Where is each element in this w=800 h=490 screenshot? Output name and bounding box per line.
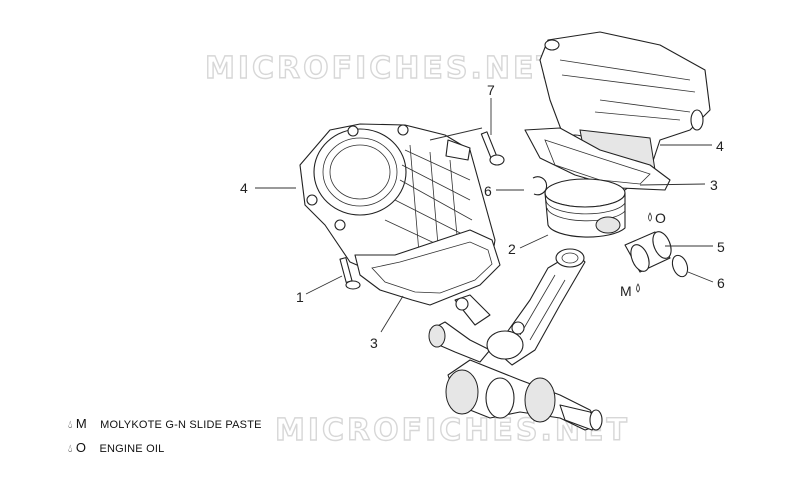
legend-symbol-o: O xyxy=(75,440,87,455)
pin-paste-marker: M xyxy=(620,283,632,299)
oil-drop-icon: 💧︎ xyxy=(68,419,73,431)
callout-6-upper: 6 xyxy=(484,183,492,199)
piston xyxy=(544,178,626,238)
callout-1: 1 xyxy=(296,289,304,305)
leader-lines xyxy=(255,98,714,333)
circlip-upper xyxy=(532,176,548,196)
oil-drop-icon-piston xyxy=(648,212,652,222)
watermark-top: MICROFICHES.NET xyxy=(205,51,560,86)
circlip-lower xyxy=(671,254,689,278)
stud-bolt-1 xyxy=(339,257,361,290)
bolt-7 xyxy=(480,131,505,166)
callout-4-left: 4 xyxy=(240,180,248,196)
callout-4-right: 4 xyxy=(716,138,724,154)
legend-symbol-m: M xyxy=(75,416,87,431)
callout-5: 5 xyxy=(717,239,725,255)
piston-oil-marker: O xyxy=(655,210,666,226)
legend-row-engine-oil: 💧︎ O ENGINE OIL xyxy=(68,440,164,456)
legend-text-engine-oil: ENGINE OIL xyxy=(99,443,165,455)
oil-drop-icon: 💧︎ xyxy=(68,443,73,455)
callout-7: 7 xyxy=(487,82,495,98)
callout-2: 2 xyxy=(508,241,516,257)
callout-3-right: 3 xyxy=(710,177,718,193)
callout-6-lower: 6 xyxy=(717,275,725,291)
left-base-gasket xyxy=(354,229,501,306)
legend-row-molykote: 💧︎ M MOLYKOTE G-N SLIDE PASTE xyxy=(68,416,262,432)
crankshaft-assembly xyxy=(428,248,603,431)
legend-text-molykote: MOLYKOTE G-N SLIDE PASTE xyxy=(100,419,262,431)
callout-3-left: 3 xyxy=(370,335,378,351)
wrist-pin xyxy=(624,231,672,273)
oil-drop-icon-pin xyxy=(636,283,640,293)
callout-labels: 7 4 4 3 3 6 6 2 5 1 xyxy=(240,82,725,351)
